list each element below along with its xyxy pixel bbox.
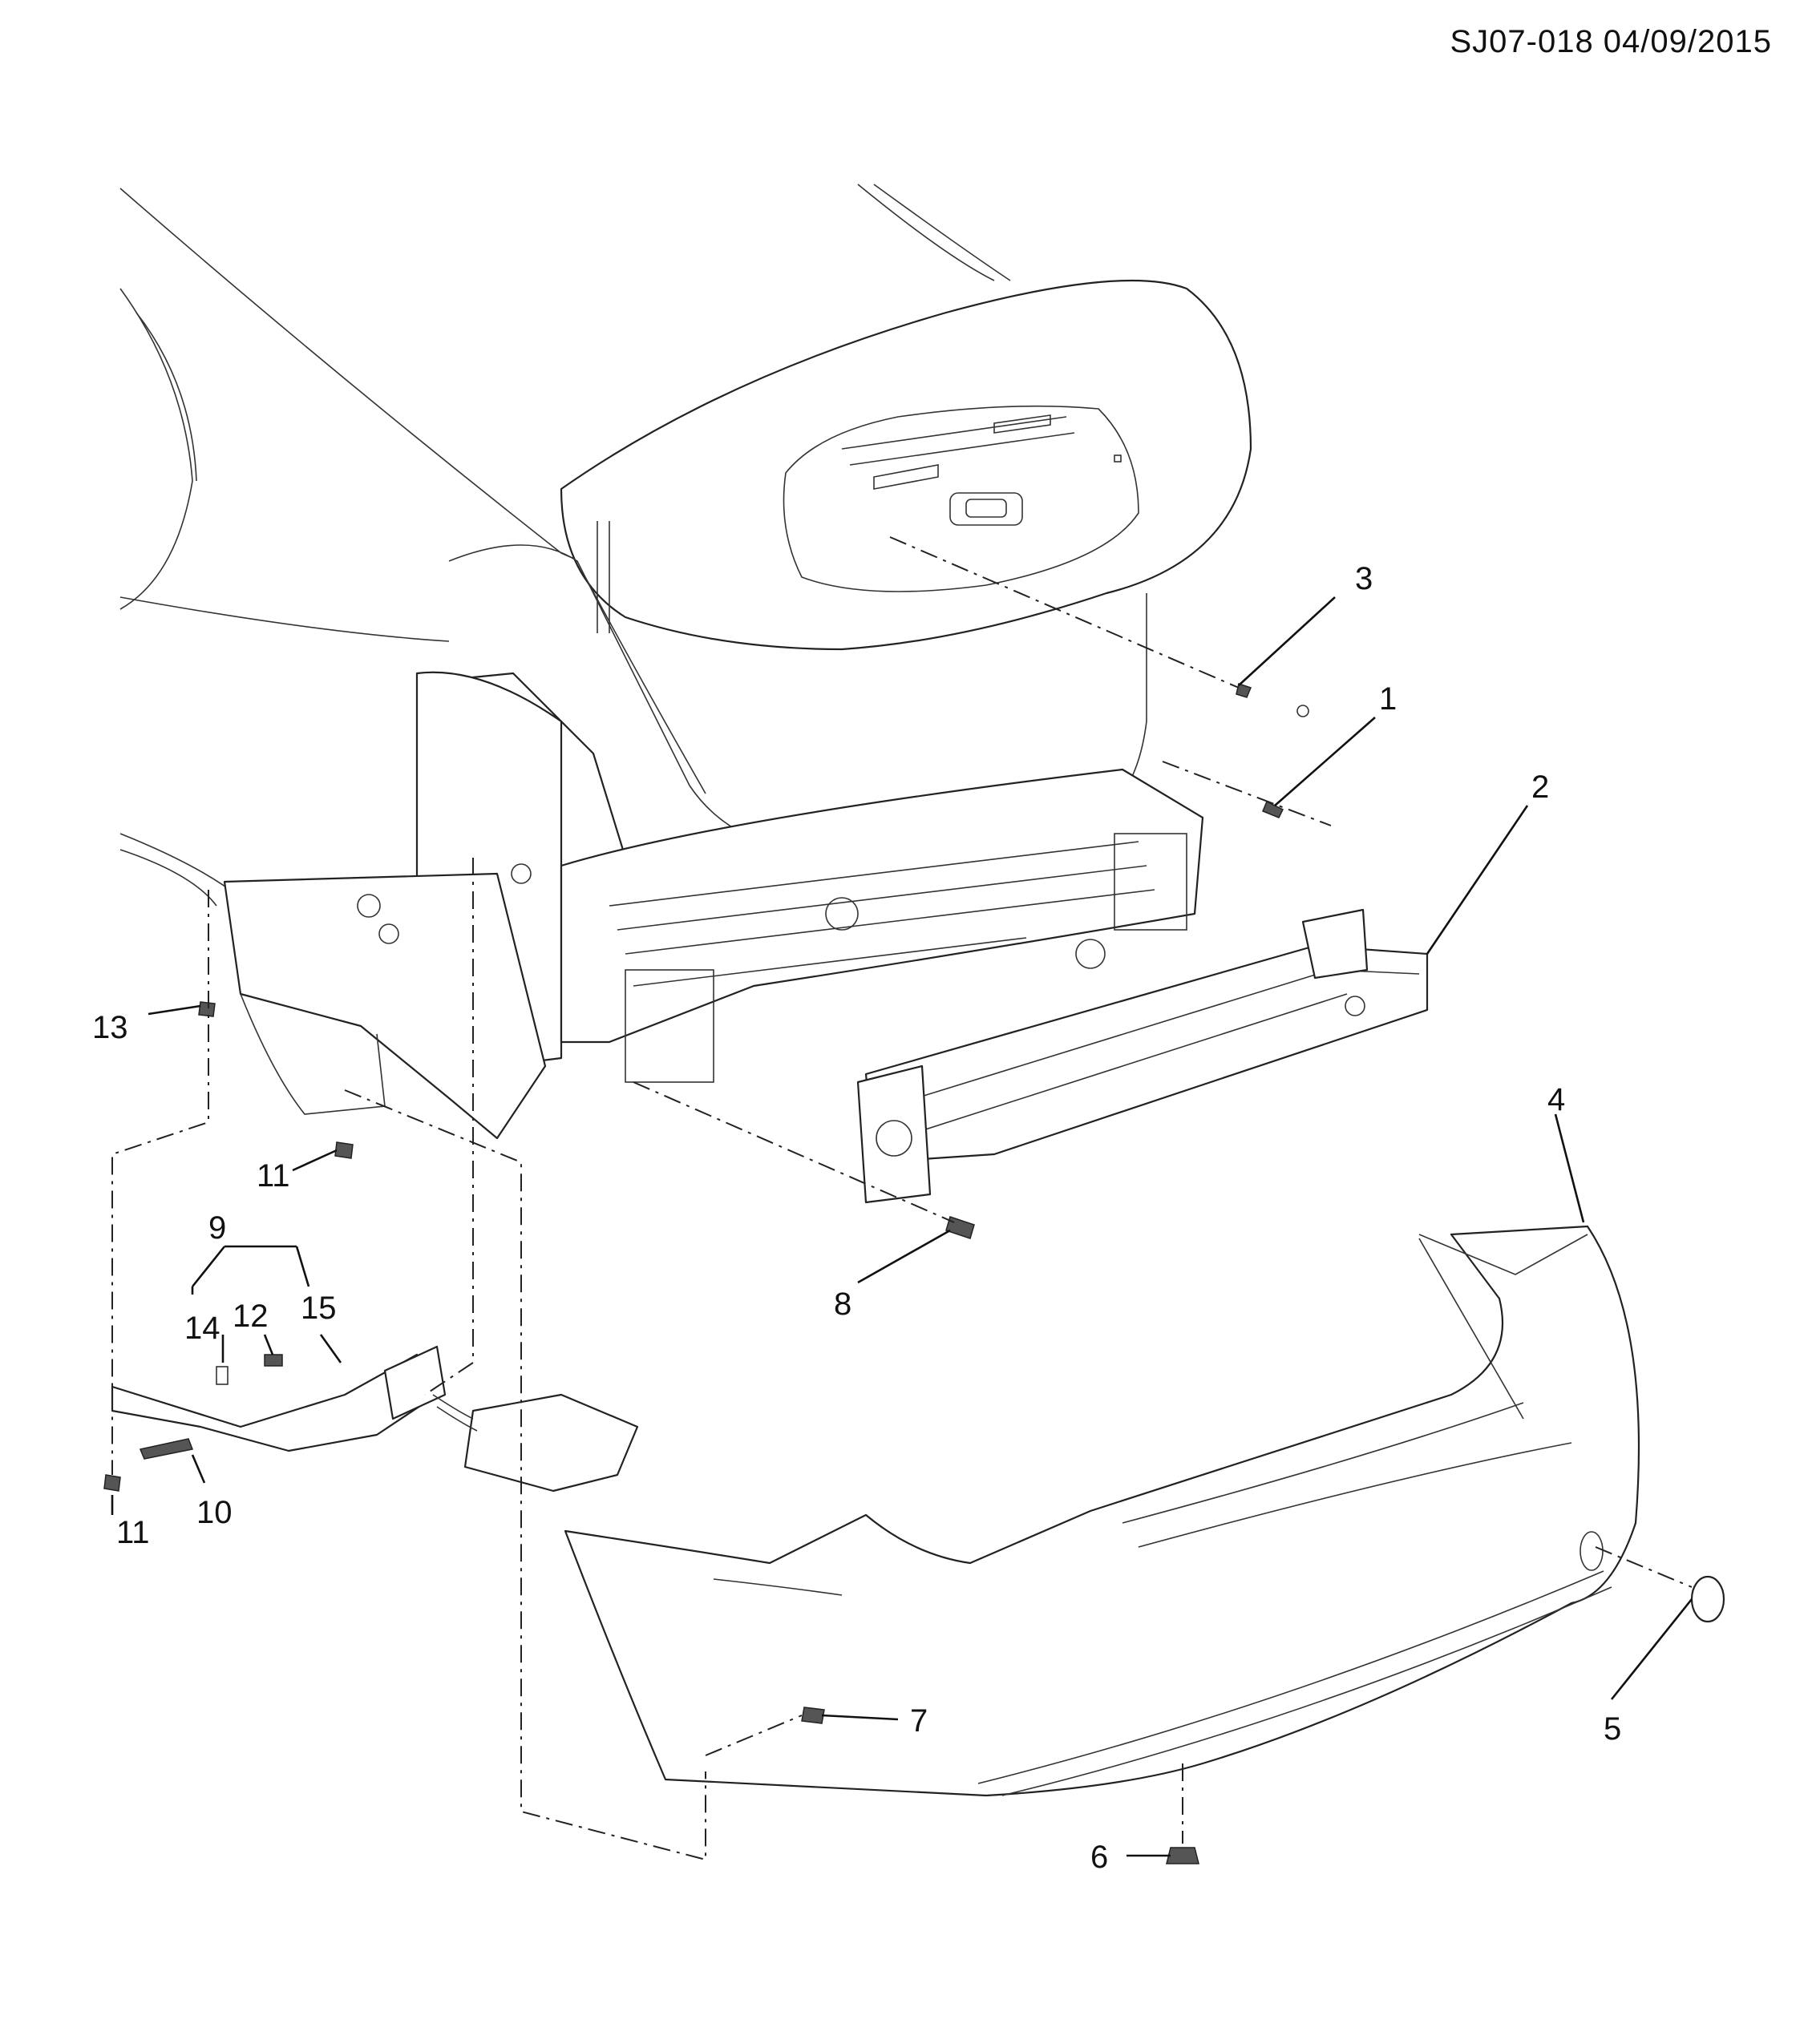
callout-11-lower: 11 xyxy=(116,1515,150,1550)
fasteners xyxy=(103,683,1725,1864)
fastener-11-upper xyxy=(334,1141,354,1159)
callout-5: 5 xyxy=(1604,1711,1621,1747)
callout-2: 2 xyxy=(1531,770,1549,805)
callout-14: 14 xyxy=(184,1311,220,1346)
bumper-impact-bar xyxy=(856,908,1429,1204)
fastener-3-nut xyxy=(1236,683,1252,698)
callout-13: 13 xyxy=(92,1010,128,1045)
leader-15 xyxy=(319,1334,342,1363)
trunk-lid xyxy=(560,279,1252,651)
leader-13 xyxy=(148,1004,201,1016)
callout-7: 7 xyxy=(910,1703,928,1739)
fastener-3-washer xyxy=(1296,705,1309,717)
bumper-fascia xyxy=(564,1225,1640,1797)
leader-12 xyxy=(263,1334,274,1355)
fastener-10-bolt xyxy=(139,1438,194,1460)
leader-7 xyxy=(821,1714,899,1721)
rear-body-panel xyxy=(223,521,1204,1140)
leader-4 xyxy=(1554,1113,1585,1223)
diagram-reference-code: SJ07-018 04/09/2015 xyxy=(1450,24,1772,59)
leader-1 xyxy=(1274,717,1376,806)
leader-5 xyxy=(1610,1598,1693,1700)
leader-10 xyxy=(191,1454,206,1484)
callout-12: 12 xyxy=(233,1299,269,1334)
leader-9-left xyxy=(191,1246,226,1287)
leader-3 xyxy=(1238,596,1336,686)
leader-11a xyxy=(292,1149,338,1172)
callout-labels: 3 1 2 4 5 6 7 8 9 10 11 11 12 13 14 15 xyxy=(92,561,1621,1875)
part-5-cap xyxy=(1690,1575,1725,1623)
leader-9-right xyxy=(295,1246,310,1287)
callout-8: 8 xyxy=(834,1287,851,1322)
reference-lines xyxy=(111,536,1693,1861)
leader-2 xyxy=(1426,805,1529,955)
callout-9: 9 xyxy=(208,1210,226,1246)
fastener-11-lower xyxy=(103,1474,121,1492)
callout-15: 15 xyxy=(301,1291,337,1326)
callout-11-upper: 11 xyxy=(257,1158,290,1194)
fastener-1-bolt xyxy=(1262,800,1284,818)
leader-lines xyxy=(111,596,1693,1857)
callout-1: 1 xyxy=(1379,681,1397,717)
fastener-7-clip xyxy=(801,1707,825,1724)
fastener-13-clip xyxy=(198,1001,216,1017)
fastener-6-retainer xyxy=(1166,1847,1199,1864)
callout-3: 3 xyxy=(1355,561,1373,596)
fascia-bracket-assembly xyxy=(111,1345,639,1493)
leader-8 xyxy=(857,1229,951,1284)
callout-6: 6 xyxy=(1090,1840,1108,1875)
callout-10: 10 xyxy=(196,1495,233,1530)
callout-4: 4 xyxy=(1547,1082,1565,1117)
